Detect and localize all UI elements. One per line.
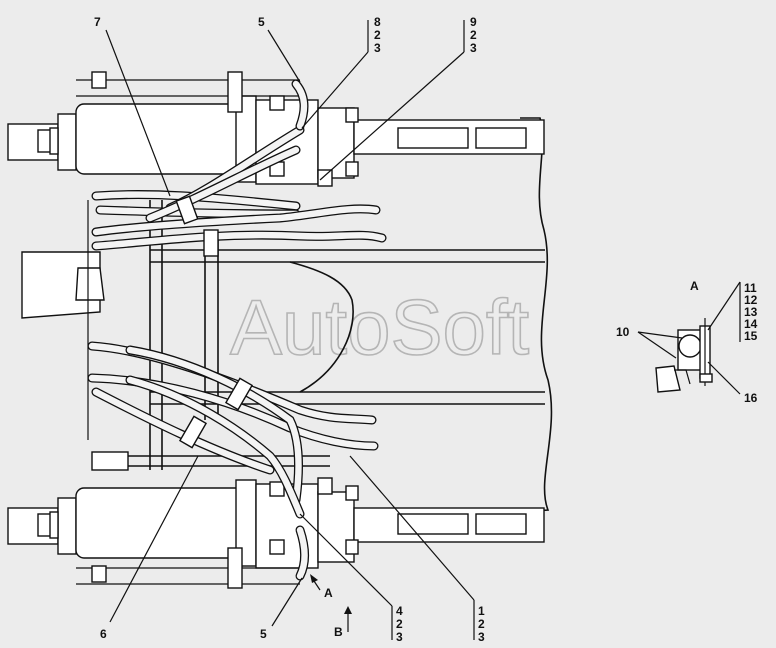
svg-text:2: 2 — [374, 28, 381, 42]
svg-text:14: 14 — [744, 317, 758, 331]
callout-16: 16 — [744, 391, 758, 405]
svg-text:2: 2 — [396, 617, 403, 631]
svg-text:2: 2 — [478, 617, 485, 631]
top-cylinder — [7, 71, 545, 187]
svg-text:1: 1 — [478, 604, 485, 618]
detail-view-a — [655, 318, 713, 393]
svg-text:15: 15 — [744, 329, 758, 343]
svg-text:12: 12 — [744, 293, 758, 307]
callout-7: 7 — [94, 15, 101, 29]
arrow-b-icon — [344, 606, 352, 614]
callout-5-bottom: 5 — [260, 627, 267, 641]
svg-text:2: 2 — [470, 28, 477, 42]
svg-text:13: 13 — [744, 305, 758, 319]
arrow-b-label: B — [334, 625, 343, 639]
stack-detail: 11 12 13 14 15 — [744, 281, 758, 343]
svg-text:9: 9 — [470, 15, 477, 29]
stack-top-left: 8 2 3 — [374, 15, 381, 55]
svg-text:3: 3 — [374, 41, 381, 55]
stack-top-right: 9 2 3 — [470, 15, 477, 55]
svg-text:11: 11 — [744, 281, 757, 295]
leader-lines — [105, 20, 741, 640]
mounting-bracket — [21, 200, 105, 440]
watermark: AutoSoft — [230, 283, 530, 371]
callout-6: 6 — [100, 627, 107, 641]
detail-view-label: A — [690, 279, 699, 293]
arrow-a-label: A — [324, 586, 333, 600]
svg-text:8: 8 — [374, 15, 381, 29]
svg-text:3: 3 — [470, 41, 477, 55]
svg-text:4: 4 — [396, 604, 403, 618]
stack-bottom-left: 4 2 3 — [396, 604, 403, 644]
callout-5-top: 5 — [258, 15, 265, 29]
arrow-a-icon — [310, 574, 318, 583]
svg-text:3: 3 — [478, 630, 485, 644]
view-arrows — [310, 574, 352, 632]
svg-text:3: 3 — [396, 630, 403, 644]
hose-set — [87, 79, 387, 581]
stack-bottom-right: 1 2 3 — [478, 604, 485, 644]
callout-10: 10 — [616, 325, 630, 339]
